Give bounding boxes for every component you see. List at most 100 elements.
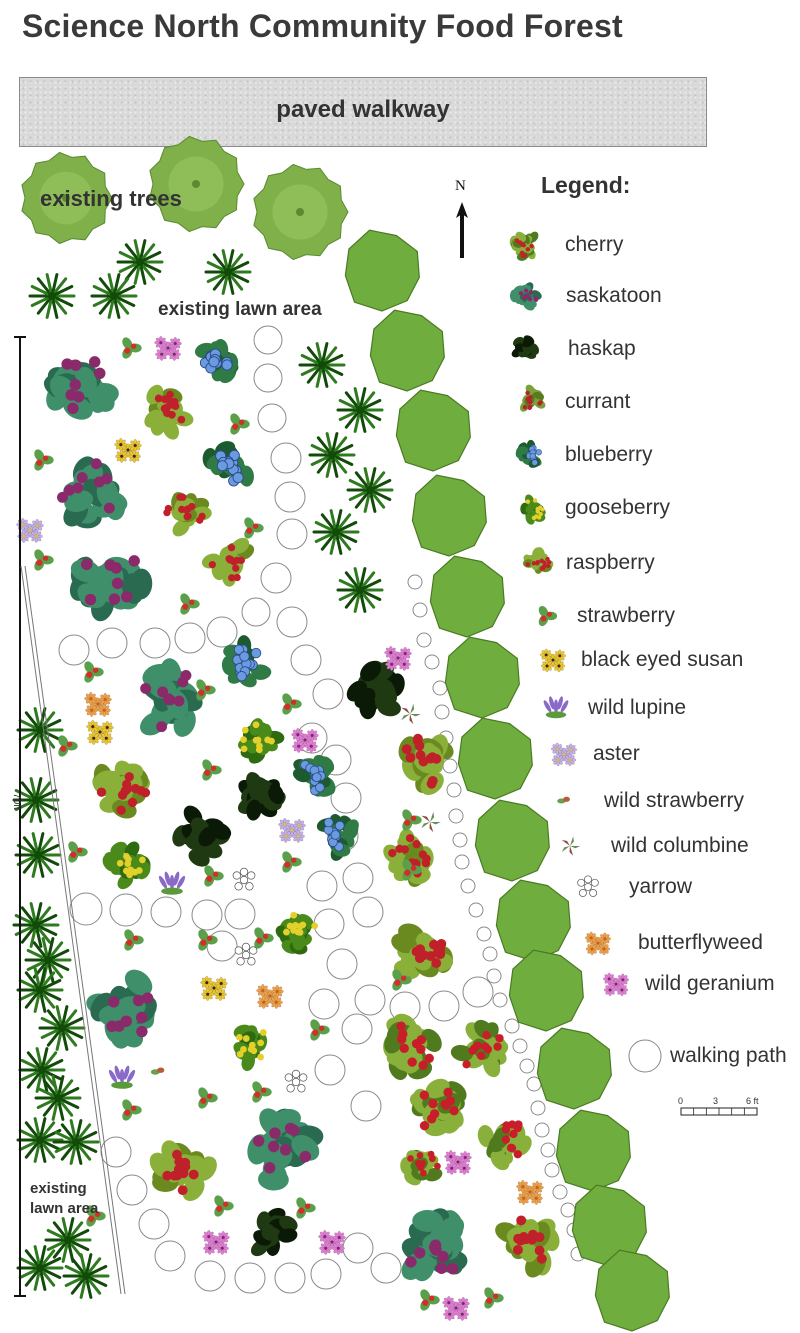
strawberry-plant (214, 1195, 234, 1217)
grass-plant (116, 239, 164, 285)
walking-path-stone (109, 893, 143, 927)
grass-plant (38, 1005, 86, 1051)
strawberry-plant (392, 969, 412, 991)
legend-wild-lupine-icon (543, 696, 569, 719)
walking-path-stone (326, 948, 358, 980)
blueberry-plant (316, 814, 359, 861)
walking-path-stone (154, 1240, 186, 1272)
existing-tree (149, 135, 245, 233)
blueberry-plant (202, 441, 254, 487)
walking-path-stone (312, 678, 344, 710)
wild-geranium-plant (318, 1230, 346, 1255)
walking-path-stone (412, 602, 428, 618)
strawberry-plant (202, 759, 222, 781)
legend (509, 231, 662, 1073)
strawberry-plant (34, 449, 54, 471)
grass-plant (204, 249, 252, 295)
hedge-shrub (508, 949, 584, 1032)
grass-plant (34, 1075, 82, 1121)
walkway-label: paved walkway (276, 96, 450, 123)
walking-path-stone (492, 992, 508, 1008)
strawberry-plant (198, 929, 218, 951)
strawberry-plant (58, 735, 78, 757)
existing-tree (21, 151, 113, 245)
legend-label-walking-path: walking path (670, 1044, 787, 1067)
legend-cherry-icon (509, 231, 539, 261)
scale-tick-3: 3 (713, 1096, 719, 1106)
strawberry-plant (86, 1205, 106, 1227)
strawberry-plant (122, 1099, 142, 1121)
black-eyed-susan-plant (114, 438, 142, 463)
scale-tick-6: 6 ft (746, 1096, 759, 1106)
hedge-shrub (474, 799, 550, 882)
walking-path-stone (370, 1252, 402, 1284)
legend-butterflyweed-icon (585, 931, 611, 956)
strawberry-plant (484, 1287, 504, 1309)
walking-path-stone (512, 1038, 528, 1054)
cherry-plant (383, 1013, 442, 1080)
walking-path-stone (224, 898, 256, 930)
walking-path-stone (454, 854, 470, 870)
walking-path-stone (560, 1202, 576, 1218)
walking-path-stone (342, 1232, 374, 1264)
grass-plant (16, 707, 64, 753)
north-label: N (455, 178, 466, 194)
raspberry-plant (201, 537, 255, 587)
grass-plant (16, 1245, 64, 1291)
cherry-plant (409, 1078, 467, 1137)
walking-path-stone (174, 622, 206, 654)
grass-plant (52, 1119, 100, 1165)
scale-tick-0: 0 (678, 1096, 684, 1106)
aster-plant (278, 818, 306, 843)
saskatoon-plant (401, 1208, 468, 1282)
black-eyed-susan-plant (200, 976, 228, 1001)
strawberry-plant (124, 929, 144, 951)
walking-path-stone (462, 976, 494, 1008)
walking-path-stone (552, 1184, 568, 1200)
walking-path-stone (234, 1262, 266, 1294)
legend-haskap-icon (511, 335, 540, 359)
north-arrow-icon (456, 202, 468, 258)
haskap-plant (346, 660, 405, 720)
yarrow-plant (284, 1069, 308, 1093)
walking-path-stone (534, 1122, 550, 1138)
butterflyweed-plant (84, 692, 112, 717)
blueberry-plant (221, 635, 272, 688)
raspberry-plant (92, 760, 151, 819)
page-title: Science North Community Food Forest (22, 8, 623, 44)
saskatoon-plant (57, 456, 128, 529)
walking-path-stone (96, 627, 128, 659)
walking-path-stone (468, 902, 484, 918)
hedge-shrub (411, 474, 487, 557)
saskatoon-plant (69, 555, 153, 622)
legend-label-black-eyed-susan: black eyed susan (581, 648, 744, 671)
legend-label-butterflyweed: butterflyweed (638, 931, 763, 954)
legend-wild-strawberry-icon (557, 796, 570, 804)
blueberry-plant (194, 339, 239, 384)
walking-path-stone (290, 644, 322, 676)
wild-geranium-plant (442, 1296, 470, 1321)
legend-label-wild-columbine: wild columbine (611, 834, 749, 857)
gooseberry-plant (233, 1024, 268, 1072)
legend-label-haskap: haskap (568, 337, 636, 360)
existing-lawn-label-bottom-1: existing (30, 1180, 87, 1197)
strawberry-plant (254, 927, 274, 949)
grass-plant (16, 967, 64, 1013)
strawberry-plant (196, 679, 216, 701)
walking-path-stone (260, 562, 292, 594)
cherry-plant (450, 1019, 509, 1078)
strawberry-plant (84, 661, 104, 683)
walking-path-stone (314, 1054, 346, 1086)
legend-label-wild-strawberry: wild strawberry (604, 789, 745, 812)
wild-lupine-plant (108, 1065, 136, 1089)
walking-path-stone (442, 758, 458, 774)
walking-path-stone (253, 325, 283, 355)
walking-path-stone (424, 654, 440, 670)
walking-path-stone (416, 632, 432, 648)
grass-plant (336, 567, 384, 613)
gooseberry-plant (238, 718, 285, 764)
walking-path-stone (330, 782, 362, 814)
walking-path-stone (69, 892, 103, 926)
grass-plant (336, 387, 384, 433)
walking-path-stone (486, 968, 502, 984)
